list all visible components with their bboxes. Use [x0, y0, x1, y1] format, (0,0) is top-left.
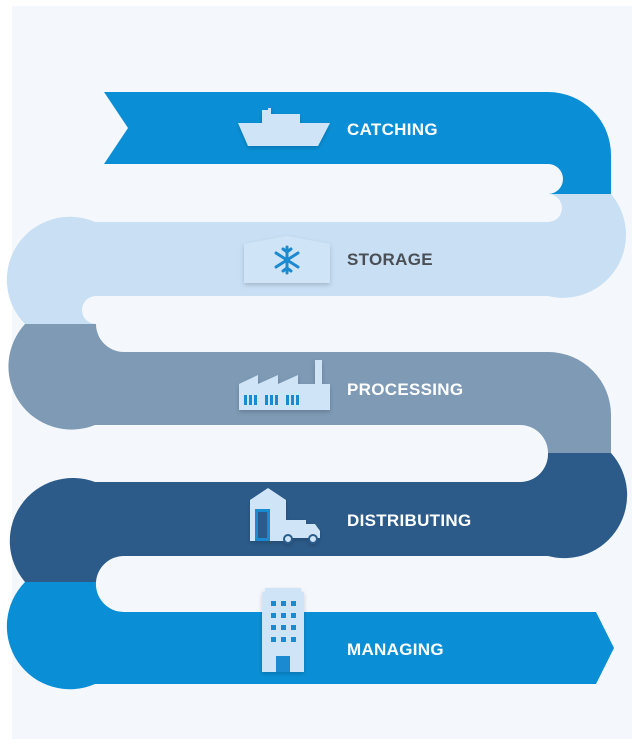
stage-label-distributing: DISTRIBUTING: [347, 511, 471, 530]
stage-label-managing: MANAGING: [347, 640, 444, 659]
snowflake-icon: [274, 245, 300, 275]
cold-storage-icon: [244, 236, 330, 283]
band-distributing: [9, 453, 628, 582]
stage-label-storage: STORAGE: [347, 250, 433, 269]
factory-icon: [239, 360, 330, 410]
stage-label-processing: PROCESSING: [347, 380, 463, 399]
band-managing: [6, 582, 615, 690]
stage-label-catching: CATCHING: [347, 120, 438, 139]
ship-icon: [238, 108, 330, 146]
band-catching: [104, 92, 611, 194]
office-building-icon: [262, 588, 304, 672]
warehouse-truck-icon: [250, 488, 320, 544]
